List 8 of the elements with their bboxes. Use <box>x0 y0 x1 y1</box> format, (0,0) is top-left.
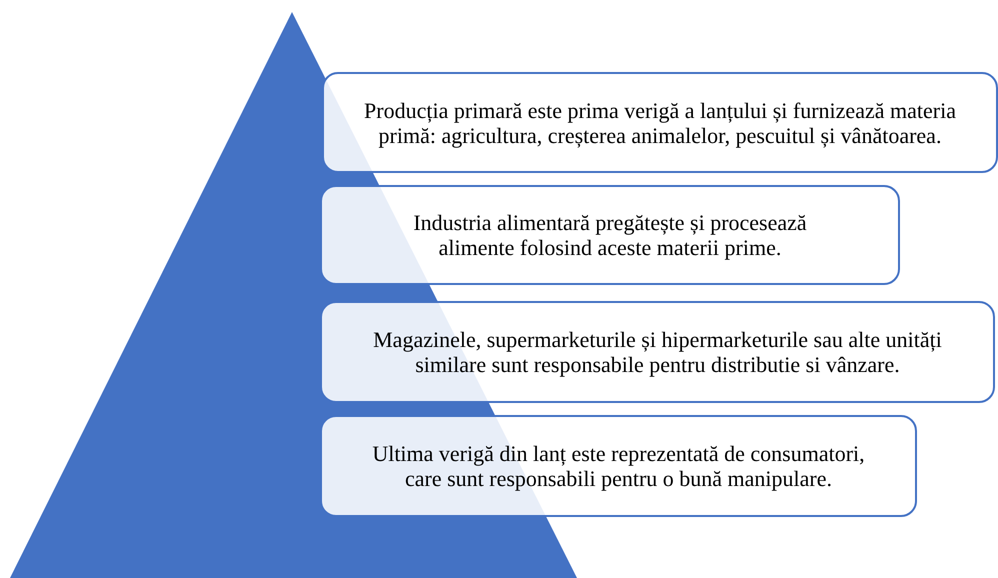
description-text: Ultima verigă din lanț este reprezentată de consumatori, care sunt responsabili pentru o bună manipulare. <box>371 441 866 491</box>
text-box <box>320 415 917 517</box>
description-text: Industria alimentară pregătește și procesează alimente folosind aceste materii prime. <box>412 210 808 260</box>
description-text: Magazinele, supermarketurile și hipermarketurile sau alte unități similare sunt responsabile pentru distributie si vânzare. <box>372 327 943 377</box>
text-box <box>320 185 900 285</box>
text-box <box>322 72 998 173</box>
text-box <box>320 301 995 403</box>
description-text: Producția primară este prima verigă a lanțului și furnizează materia primă: agricultura, creșterea animalelor, pescuitul și vânătoarea. <box>363 98 957 148</box>
